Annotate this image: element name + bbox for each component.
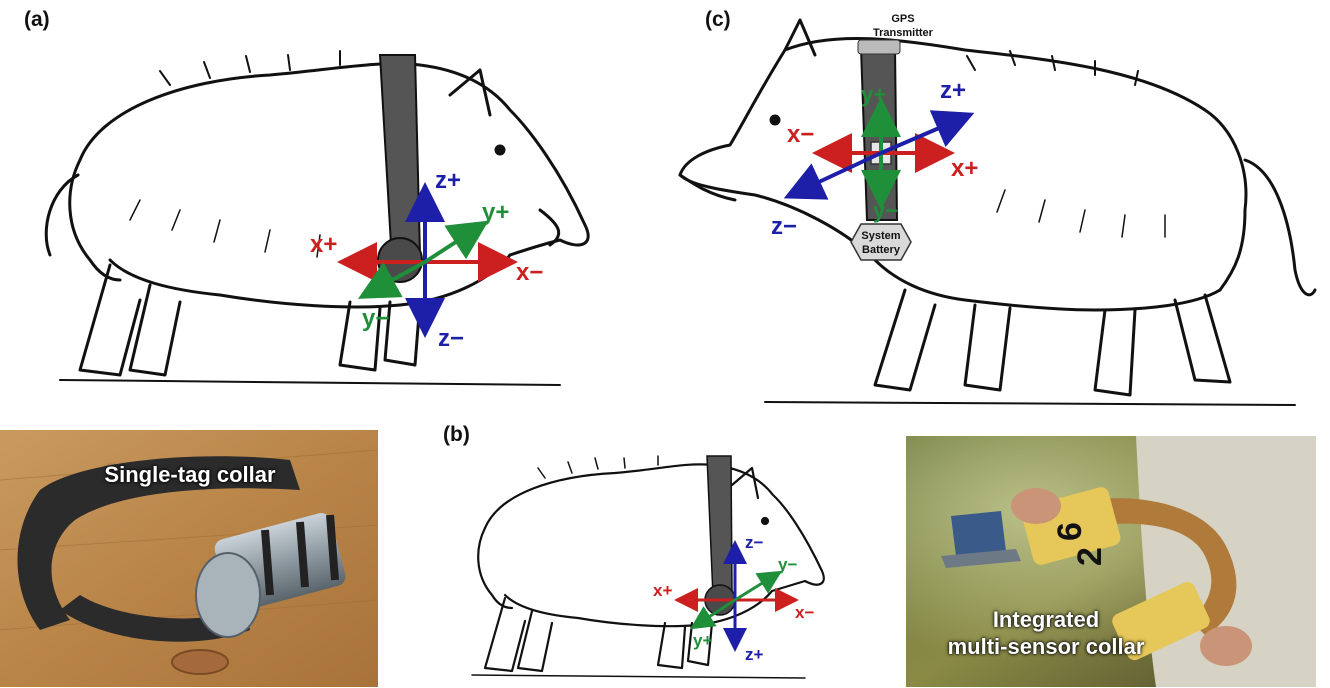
x-pos-label-c: x+ <box>951 155 978 182</box>
z-pos-arrow-c <box>881 116 967 153</box>
y-neg-arrow-b <box>735 574 777 600</box>
z-pos-label-b: z+ <box>745 645 764 664</box>
y-neg-label-c: y− <box>873 198 898 223</box>
axes-a: z+ z− y+ y− x+ x− <box>20 40 620 400</box>
single-tag-collar-photo: Single-tag collar <box>0 430 378 687</box>
axes-b: z− z+ y− y+ x+ x− <box>445 448 845 688</box>
x-neg-label-c: x− <box>787 121 814 148</box>
multi-sensor-caption-line2: multi-sensor collar <box>926 633 1166 660</box>
z-neg-label: z− <box>438 325 464 352</box>
y-neg-label: y− <box>362 305 389 332</box>
y-pos-label: y+ <box>482 199 509 226</box>
multi-sensor-collar-photo: 6 2 Integrated multi-sensor collar <box>906 436 1316 687</box>
z-pos-label: z+ <box>435 167 461 194</box>
y-pos-label-b: y+ <box>693 631 712 650</box>
axes-c: z+ z− y+ y− x− x+ <box>675 10 1315 410</box>
x-pos-label: x+ <box>310 231 337 258</box>
y-pos-label-c: y+ <box>861 82 886 107</box>
svg-text:2: 2 <box>1071 547 1109 566</box>
svg-text:6: 6 <box>1051 522 1089 541</box>
z-pos-label-c: z+ <box>940 77 966 104</box>
multi-sensor-collar-caption: Integrated multi-sensor collar <box>926 606 1166 660</box>
y-neg-arrow <box>365 262 425 295</box>
x-neg-label-b: x− <box>795 603 814 622</box>
x-pos-label-b: x+ <box>653 581 672 600</box>
z-neg-label-b: z− <box>745 533 764 552</box>
single-tag-collar-caption: Single-tag collar <box>90 462 290 488</box>
y-neg-label-b: y− <box>778 555 797 574</box>
z-neg-label-c: z− <box>771 213 797 240</box>
y-pos-arrow-b <box>695 600 735 626</box>
panel-label-a: (a) <box>24 8 50 32</box>
x-neg-label: x− <box>516 259 543 286</box>
panel-label-b: (b) <box>443 423 470 447</box>
y-pos-arrow <box>425 225 482 262</box>
multi-sensor-caption-line1: Integrated <box>926 606 1166 633</box>
z-neg-arrow-c <box>791 153 881 195</box>
